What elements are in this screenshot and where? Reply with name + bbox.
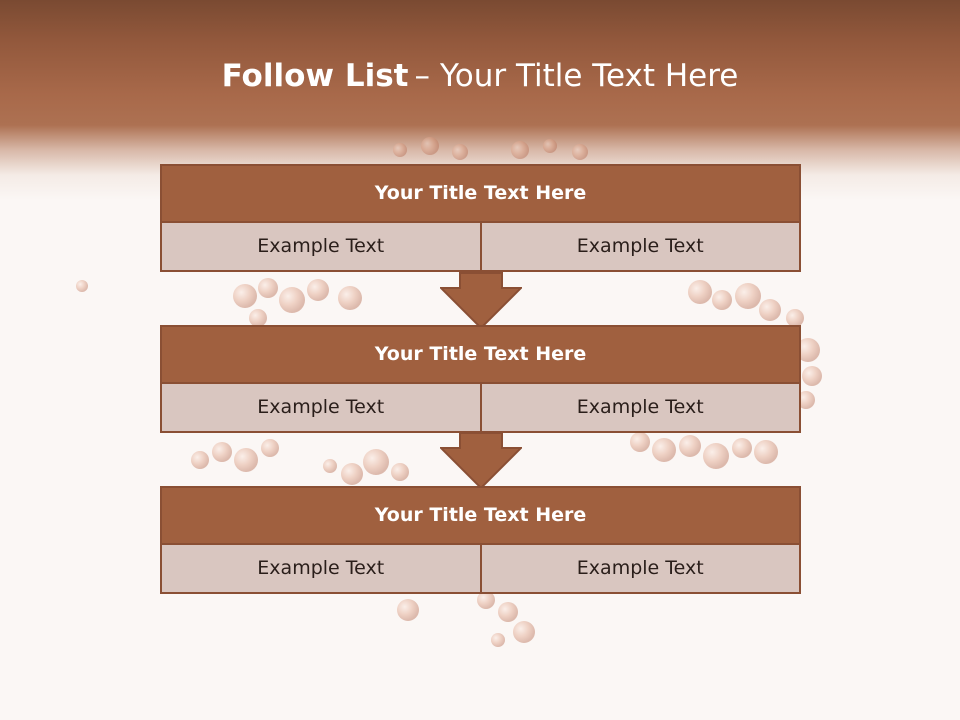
list-block-cell-left: Example Text [257, 557, 385, 579]
list-block-1: Your Title Text Here Example Text Exampl… [160, 164, 801, 272]
slide-title-bold: Follow List [221, 58, 409, 94]
slide-title: Follow List–Your Title Text Here [0, 56, 960, 96]
list-block-title: Your Title Text Here [162, 327, 799, 384]
list-block-row: Example Text Example Text [162, 384, 799, 431]
list-block-3: Your Title Text Here Example Text Exampl… [160, 486, 801, 594]
list-block-cell-left: Example Text [257, 396, 385, 418]
list-block-cell-left: Example Text [257, 235, 385, 257]
slide-title-rest: Your Title Text Here [439, 58, 739, 94]
list-block-2: Your Title Text Here Example Text Exampl… [160, 325, 801, 433]
down-arrow-icon [440, 432, 522, 490]
down-arrow-icon [440, 272, 522, 330]
list-block-row: Example Text Example Text [162, 545, 799, 592]
list-block-cell-right: Example Text [479, 223, 800, 270]
slide-title-separator: – [414, 58, 430, 94]
list-block-title: Your Title Text Here [162, 488, 799, 545]
list-block-row: Example Text Example Text [162, 223, 799, 270]
list-block-cell-right: Example Text [479, 384, 800, 431]
list-block-cell-right: Example Text [479, 545, 800, 592]
list-block-title: Your Title Text Here [162, 166, 799, 223]
